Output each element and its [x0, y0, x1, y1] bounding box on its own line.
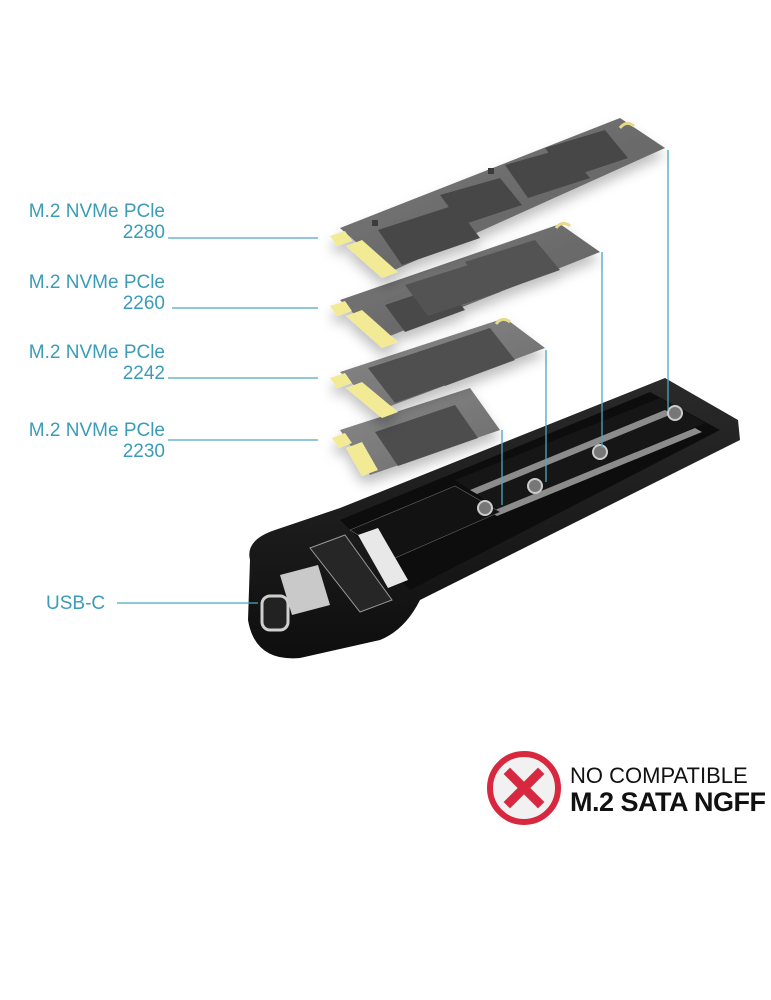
- leader-lines: [117, 150, 669, 604]
- incompatibility-badge: NO COMPATIBLE M.2 SATA NGFF: [570, 763, 766, 817]
- x-circle-icon: [487, 751, 561, 825]
- label-2260-size: 2260: [122, 293, 165, 314]
- label-2280-size: 2280: [122, 222, 165, 243]
- enclosure: [248, 378, 740, 659]
- label-2242: M.2 NVMe PCle 2242: [8, 342, 165, 384]
- label-usb-c: USB-C: [46, 593, 106, 614]
- label-2242-size: 2242: [122, 363, 165, 384]
- badge-line1: NO COMPATIBLE: [570, 763, 748, 788]
- label-2280-type: M.2 NVMe PCle: [28, 201, 165, 222]
- label-2230-size: 2230: [122, 441, 165, 462]
- label-2242-type: M.2 NVMe PCle: [28, 342, 165, 363]
- ssd-2280: [330, 118, 665, 278]
- ssd-2260: [330, 221, 600, 348]
- label-2280: M.2 NVMe PCle 2280: [8, 201, 165, 243]
- ssd-2242: [330, 317, 545, 418]
- label-2260-type: M.2 NVMe PCle: [28, 272, 165, 293]
- label-2230-type: M.2 NVMe PCle: [28, 420, 165, 441]
- label-2230: M.2 NVMe PCle 2230: [8, 420, 165, 462]
- badge-line2: M.2 SATA NGFF: [570, 787, 766, 817]
- ssd-2230: [332, 388, 500, 476]
- label-2260: M.2 NVMe PCle 2260: [8, 272, 165, 314]
